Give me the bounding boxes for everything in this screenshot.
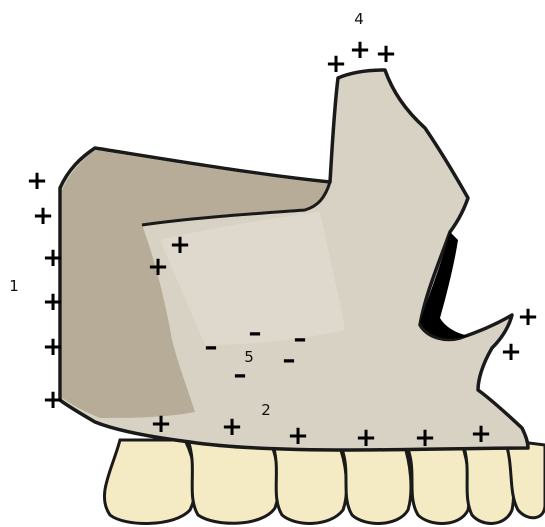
plus-sign: + — [500, 337, 522, 367]
region-label-1: 1 — [9, 277, 19, 295]
region-label-4: 4 — [354, 10, 364, 28]
plus-sign: + — [221, 412, 243, 442]
plus-sign: + — [150, 409, 172, 439]
minus-sign: – — [249, 318, 262, 348]
plus-sign: + — [325, 49, 347, 79]
plus-sign: + — [287, 421, 309, 451]
region-label-5: 5 — [244, 348, 254, 366]
tooth — [104, 440, 195, 523]
tooth — [188, 440, 279, 523]
tooth — [340, 444, 411, 523]
plus-sign: + — [414, 423, 436, 453]
plus-sign: + — [355, 423, 377, 453]
region-label-2: 2 — [261, 401, 271, 419]
tooth — [272, 442, 347, 523]
tooth — [463, 444, 514, 523]
plus-sign: + — [42, 243, 64, 273]
plus-sign: + — [349, 35, 371, 65]
plus-signs-left: + + + + + + — [26, 166, 64, 415]
teeth-row — [104, 440, 545, 523]
plus-sign: + — [42, 332, 64, 362]
plus-signs-right: + + — [500, 302, 539, 367]
plus-sign: + — [470, 419, 492, 449]
plus-sign: + — [147, 252, 169, 282]
plus-sign: + — [517, 302, 539, 332]
tooth — [406, 444, 470, 523]
plus-sign: + — [26, 166, 48, 196]
plus-sign: + — [42, 385, 64, 415]
plus-sign: + — [32, 201, 54, 231]
plus-sign: + — [42, 287, 64, 317]
plus-sign: + — [375, 39, 397, 69]
minus-sign: – — [205, 332, 218, 362]
plus-sign: + — [169, 230, 191, 260]
minus-sign: – — [283, 345, 296, 375]
